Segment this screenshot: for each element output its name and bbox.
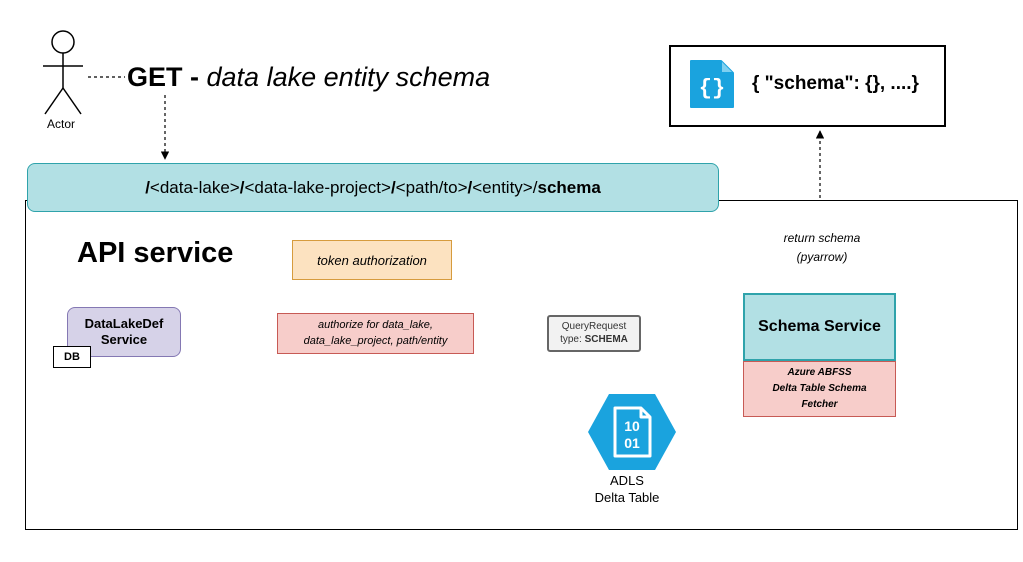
authorize-line1: authorize for data_lake, <box>318 319 433 332</box>
route-segment: <path/to> <box>395 177 468 197</box>
return-schema-line1: return schema <box>783 231 861 245</box>
authorize-box: authorize for data_lake, data_lake_proje… <box>277 313 474 354</box>
query-request-type-value: SCHEMA <box>584 333 628 345</box>
adls-line2: Delta Table <box>594 489 660 505</box>
route-segment: / <box>467 177 473 197</box>
delta-schema-fetcher-box: Azure ABFSS Delta Table Schema Fetcher <box>743 361 896 417</box>
route-segment: <data-lake> <box>149 177 240 197</box>
route-segment: schema <box>537 177 601 197</box>
response-json: { "schema": {}, ....} <box>752 73 919 94</box>
fetcher-line2: Delta Table Schema <box>772 383 867 394</box>
request-description: data lake entity schema <box>206 62 491 92</box>
route-segment: / <box>145 177 150 197</box>
db-tag: DB <box>53 346 91 368</box>
datalakedef-line2: Service <box>100 332 148 347</box>
query-request-type: type: SCHEMA <box>560 334 628 347</box>
route-path-bar: /<data-lake>/<data-lake-project>/<path/t… <box>27 163 719 212</box>
return-schema-line2: (pyarrow) <box>796 250 848 265</box>
request-title: GET - data lake entity schema <box>127 62 490 93</box>
query-request-type-prefix: type: <box>560 333 582 345</box>
token-authorization-box: token authorization <box>292 240 452 280</box>
query-request-title: QueryRequest <box>561 321 627 332</box>
route-segment: / <box>390 177 396 197</box>
adls-label: ADLS Delta Table <box>577 473 677 507</box>
actor-label: Actor <box>46 117 75 131</box>
schema-service-label: Schema Service <box>758 318 881 335</box>
datalakedef-line1: DataLakeDef <box>84 315 164 331</box>
actor-icon <box>43 30 83 115</box>
adls-glyph-top: 10 <box>624 418 640 434</box>
schema-service-box: Schema Service <box>743 293 896 361</box>
route-segment: <entity> <box>472 177 533 197</box>
api-service-title: API service <box>77 237 234 269</box>
route-segment: / <box>532 177 538 197</box>
json-file-icon: {} <box>690 60 734 108</box>
adls-glyph-bottom: 01 <box>624 435 640 451</box>
query-request-box: QueryRequest type: SCHEMA <box>547 315 641 352</box>
adls-line1: ADLS <box>610 473 644 488</box>
fetcher-line1: Azure ABFSS <box>787 367 852 378</box>
return-schema-label: return schema (pyarrow) <box>752 229 892 267</box>
fetcher-line3: Fetcher <box>801 399 838 410</box>
route-segment: / <box>239 177 245 197</box>
route-segment: <data-lake-project> <box>244 177 391 197</box>
svg-text:{}: {} <box>699 76 725 101</box>
authorize-line2: data_lake_project, path/entity <box>303 334 448 347</box>
token-authorization-label: token authorization <box>317 252 427 268</box>
request-method: GET - <box>127 62 199 92</box>
adls-hexagon-icon: 10 01 <box>588 394 676 470</box>
